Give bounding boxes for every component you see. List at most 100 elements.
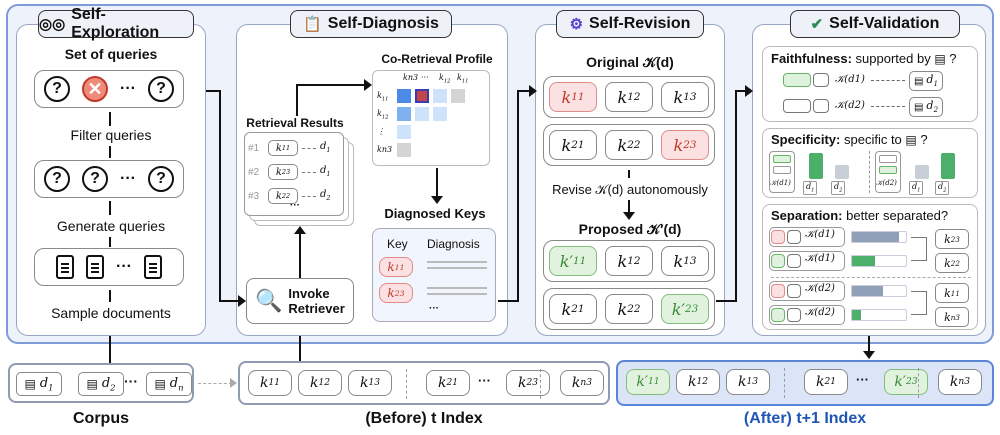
key-chip: k′11 xyxy=(549,246,597,276)
key-pill xyxy=(773,155,791,163)
connector xyxy=(735,90,747,92)
checklist-icon: ✔ xyxy=(810,16,824,33)
rank-label: #2 xyxy=(248,167,260,178)
dashed-arrow xyxy=(302,196,316,197)
specificity-heading: Specificity: specific to ▤ ? xyxy=(771,132,928,147)
question-icon: ? xyxy=(147,76,174,102)
arrow-up xyxy=(109,201,111,215)
separation-bar-track xyxy=(851,309,907,321)
search-icon: 🔍 xyxy=(255,288,283,313)
faith-kd1: 𝒦(d1) xyxy=(835,74,865,85)
sep-kd-label: 𝒦(d1) xyxy=(805,229,835,240)
filter-queries-label: Filter queries xyxy=(70,127,152,143)
index-key-chip: k′23 xyxy=(884,369,928,395)
revise-label: Revise 𝒦(d) autonomously xyxy=(552,182,708,197)
binoculars-icon: ◎◎ xyxy=(39,16,66,33)
arrow-down xyxy=(436,168,438,198)
arrow-up xyxy=(109,237,111,247)
separation-bar xyxy=(851,285,883,297)
document-icon: ▤ xyxy=(913,75,924,87)
separation-bar xyxy=(851,231,899,243)
key-set-box xyxy=(769,251,845,271)
matrix-cell xyxy=(433,89,447,103)
doc-chip: ▤ d2 xyxy=(909,97,943,117)
key-pill xyxy=(787,308,801,322)
arrowhead xyxy=(294,226,306,234)
retrieval-results-label: Retrieval Results xyxy=(246,116,344,130)
arrowhead xyxy=(529,85,537,97)
original-kd-label: Original 𝒦(d) xyxy=(586,54,674,70)
invoke-retriever-button[interactable]: 🔍 Invoke Retriever xyxy=(246,278,354,324)
corpus-label: Corpus xyxy=(73,410,129,427)
ellipsis: ··· xyxy=(120,80,136,97)
rejected-query-icon: ✕ xyxy=(82,76,108,102)
bracket xyxy=(911,291,927,315)
question-icon: ? xyxy=(44,166,70,192)
arrowhead xyxy=(431,196,443,204)
query-set-row: ? ✕ ··· ? xyxy=(34,70,184,108)
ellipsis: ··· xyxy=(478,373,491,388)
sample-documents-label: Sample documents xyxy=(51,305,171,321)
connector xyxy=(628,170,630,178)
key-pill xyxy=(787,254,801,268)
self-revision-title: ⚙ Self-Revision xyxy=(556,10,704,38)
matrix-cell xyxy=(397,107,411,121)
key-pill xyxy=(771,230,785,244)
connector xyxy=(498,300,518,302)
matrix-cell xyxy=(415,107,429,121)
connector xyxy=(206,90,220,92)
ellipsis: ··· xyxy=(856,372,869,387)
separation-heading: Separation: better separated? xyxy=(771,208,949,223)
key-set-box: 𝒦(d1) xyxy=(769,151,795,193)
ellipsis: ··· xyxy=(124,373,138,389)
arrowhead xyxy=(364,79,372,91)
self-diagnosis-title: 📋 Self-Diagnosis xyxy=(290,10,452,38)
key-pill xyxy=(783,73,811,87)
matrix-col-label: k12 xyxy=(439,73,451,85)
set-of-queries-label: Set of queries xyxy=(64,46,158,62)
key-set-box xyxy=(769,281,845,301)
sampled-documents-row: ··· xyxy=(34,248,184,286)
result-doc: d2 xyxy=(320,189,331,202)
separation-bar xyxy=(851,309,861,321)
doc-chip: ▤ d1 xyxy=(909,71,943,91)
matrix-row-label: kn3 xyxy=(377,145,393,154)
document-icon xyxy=(143,255,162,279)
invoke-retriever-label: Invoke Retriever xyxy=(288,286,345,316)
before-index-label: (Before) t Index xyxy=(365,410,483,427)
key-pill xyxy=(813,99,829,113)
arrow-up xyxy=(109,336,111,363)
connector xyxy=(716,300,736,302)
corpus-box: ▤d1▤d2▤dn··· xyxy=(8,363,194,403)
doc-label: d2 xyxy=(101,375,116,393)
key-header: Key xyxy=(387,237,408,251)
separation-bar-track xyxy=(851,255,907,267)
after-index-label: (After) t+1 Index xyxy=(743,410,867,427)
matrix-cell xyxy=(415,89,429,103)
document-icon: ▤ xyxy=(934,52,946,66)
separation-bar-track xyxy=(851,231,907,243)
dashed-arrow xyxy=(871,106,905,107)
result-doc: d1 xyxy=(320,141,331,154)
ellipsis: ··· xyxy=(116,258,132,275)
generated-queries-row: ? ? ··· ? xyxy=(34,160,184,198)
bracket xyxy=(911,237,927,261)
document-icon: ▤ xyxy=(154,377,166,391)
document-icon xyxy=(56,255,74,279)
divider xyxy=(540,369,541,399)
self-exploration-title: ◎◎ Self-Exploration xyxy=(38,6,194,41)
matrix-row-label: ⋮ xyxy=(377,127,385,136)
